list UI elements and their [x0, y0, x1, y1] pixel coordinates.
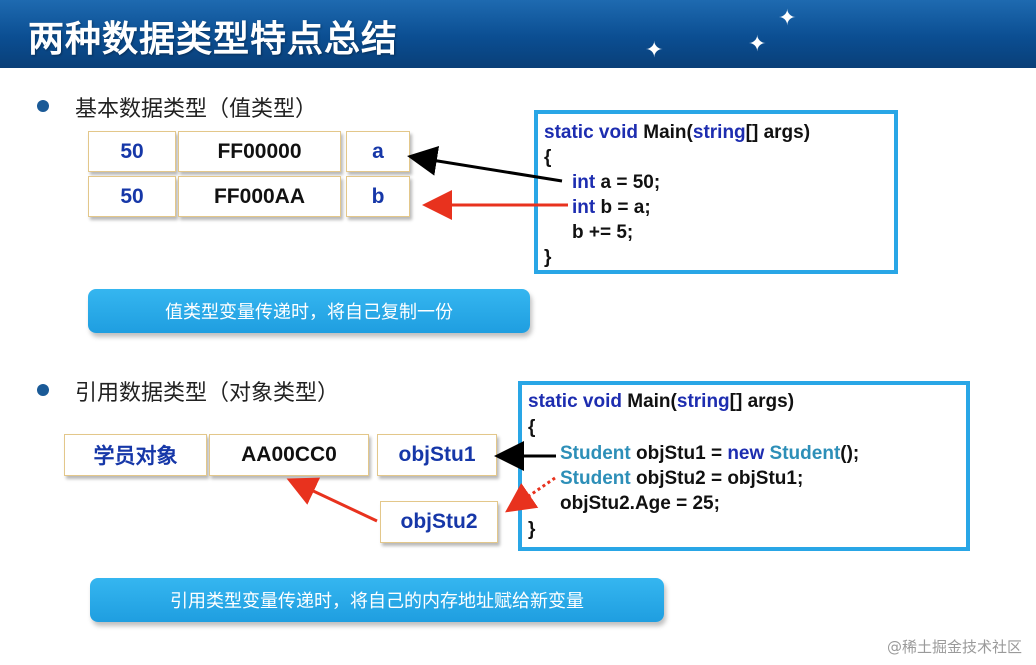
code-line: int a = 50; — [572, 172, 661, 193]
code-box-value: static void Main(string[] args) { int a … — [534, 110, 898, 274]
variable-cell-objstu1: objStu1 — [377, 434, 497, 476]
address-cell: FF00000 — [178, 131, 341, 172]
code-line: } — [528, 519, 536, 540]
arrow-a-to-cell — [407, 146, 563, 183]
arrow-objstu2-to-address — [286, 477, 378, 523]
code-line: static void Main(string[] args) — [528, 391, 795, 412]
section-ref-label: 引用数据类型（对象类型） — [75, 381, 340, 406]
star-icon: ✦ — [778, 6, 797, 31]
bullet-icon — [37, 100, 49, 112]
section-value-label: 基本数据类型（值类型） — [75, 97, 318, 122]
variable-cell-objstu2: objStu2 — [380, 501, 498, 543]
address-cell: FF000AA — [178, 176, 341, 217]
variable-cell-b: b — [346, 176, 410, 217]
reference-type-note: 引用类型变量传递时，将自己的内存地址赋给新变量 — [90, 578, 664, 622]
code-box-reference: static void Main(string[] args) { Studen… — [518, 381, 970, 551]
arrow-objstu2-dotted — [505, 476, 556, 513]
star-icon: ✦ — [748, 32, 767, 57]
value-cell: 50 — [88, 176, 176, 217]
bullet-icon — [37, 384, 49, 396]
code-line: b += 5; — [572, 222, 634, 243]
code-line: Student objStu1 = new Student(); — [560, 443, 860, 464]
value-type-note: 值类型变量传递时，将自己复制一份 — [88, 289, 530, 333]
variable-cell-a: a — [346, 131, 410, 172]
code-line: static void Main(string[] args) — [544, 122, 811, 143]
code-line: objStu2.Age = 25; — [560, 493, 720, 514]
value-cell: 50 — [88, 131, 176, 172]
watermark: @稀土掘金技术社区 — [886, 638, 1022, 656]
code-line: } — [544, 247, 552, 268]
code-line: { — [544, 147, 552, 168]
slide-title: 两种数据类型特点总结 — [28, 19, 399, 60]
object-cell: 学员对象 — [64, 434, 207, 476]
code-line: int b = a; — [572, 197, 651, 218]
code-line: Student objStu2 = objStu1; — [560, 468, 804, 489]
star-icon: ✦ — [645, 38, 664, 63]
header-bar: 两种数据类型特点总结 ✦ ✦ ✦ — [0, 0, 1036, 68]
address-cell: AA00CC0 — [209, 434, 369, 476]
code-line: { — [528, 417, 536, 438]
